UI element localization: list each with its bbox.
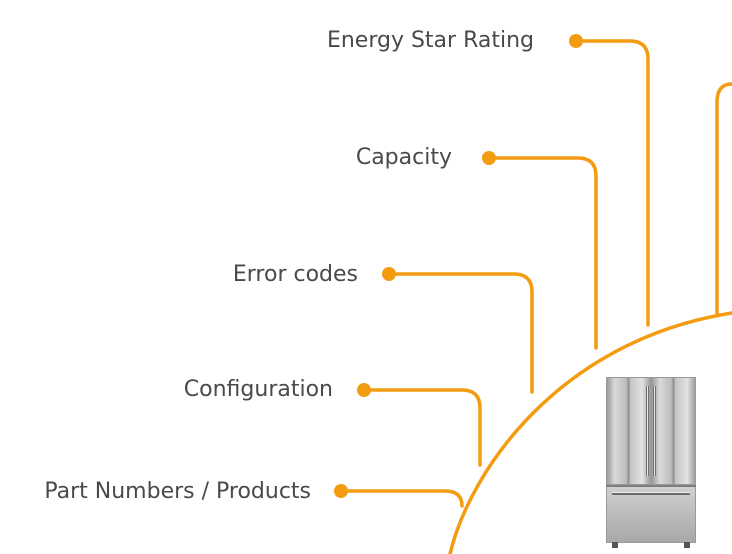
energy-star-node xyxy=(569,34,583,48)
connector-top-right xyxy=(715,82,732,315)
connector-part-numbers xyxy=(339,489,464,508)
error-codes-label: Error codes xyxy=(232,262,358,287)
capacity-node xyxy=(482,151,496,165)
energy-star-rating-label: Energy Star Rating xyxy=(326,28,534,53)
part-numbers-node xyxy=(334,484,348,498)
refrigerator-image xyxy=(606,377,696,548)
part-numbers-products-label: Part Numbers / Products xyxy=(44,479,311,504)
connector-energy-star xyxy=(574,39,650,327)
hub-arc xyxy=(448,311,732,554)
configuration-node xyxy=(357,383,371,397)
configuration-label: Configuration xyxy=(183,377,333,402)
connector-error-codes xyxy=(387,272,534,394)
capacity-label: Capacity xyxy=(355,145,452,170)
connector-configuration xyxy=(362,388,482,467)
connector-capacity xyxy=(487,156,598,350)
error-codes-node xyxy=(382,267,396,281)
